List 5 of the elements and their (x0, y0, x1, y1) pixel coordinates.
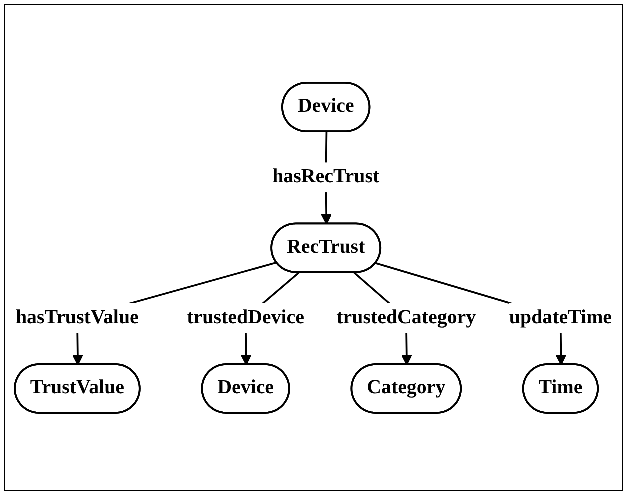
edge-label: hasTrustValue (16, 306, 139, 328)
edge-label: hasRecTrust (272, 166, 380, 188)
edge-label: trustedCategory (336, 306, 476, 328)
edge-label: trustedDevice (187, 306, 304, 328)
edge-label: updateTime (509, 306, 612, 328)
